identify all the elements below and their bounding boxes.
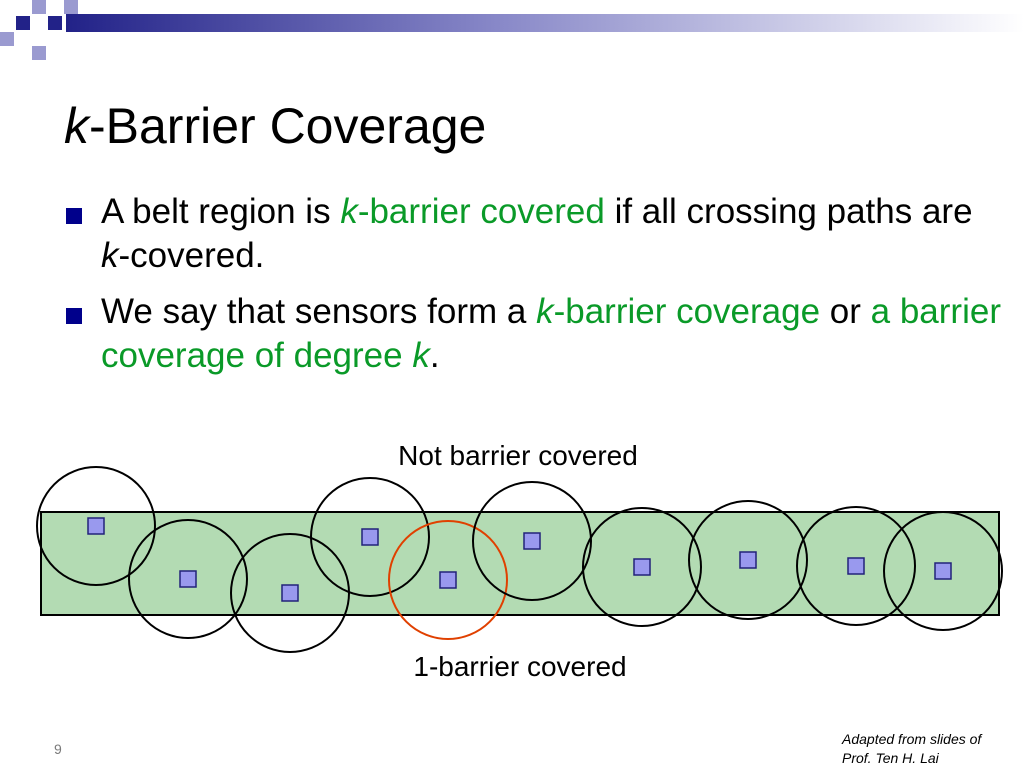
bullet-text-highlight: -barrier coverage <box>553 292 821 331</box>
slide-title: k-Barrier Coverage <box>64 98 486 156</box>
sensor-node <box>179 570 197 588</box>
highlighted-sensing-range-circle <box>388 520 508 640</box>
bullet-text: . <box>429 336 440 375</box>
bullet-text: or <box>820 292 871 331</box>
sensing-range-circle <box>796 506 916 626</box>
bullet-text: -covered. <box>118 236 265 275</box>
bullet-text: if all crossing paths are <box>604 192 973 231</box>
sensor-node <box>361 528 379 546</box>
slide-number: 9 <box>54 741 62 757</box>
bullet-text: We say that sensors form a <box>101 292 537 331</box>
bullet-text-highlight: k <box>412 336 430 375</box>
header-square <box>32 46 46 60</box>
sensor-node <box>934 562 952 580</box>
bullet-text-highlight: k <box>536 292 554 331</box>
sensing-range-circle <box>688 500 808 620</box>
bottom-label: 1-barrier covered <box>413 651 626 682</box>
sensing-range-circle <box>582 507 702 627</box>
bullet-text-highlight: -barrier covered <box>357 192 605 231</box>
bullet-text-italic: k <box>101 236 119 275</box>
sensor-node <box>87 517 105 535</box>
header-square <box>0 32 14 46</box>
bullet-text: A belt region is <box>101 192 341 231</box>
sensor-node <box>633 558 651 576</box>
sensing-range-circle <box>36 466 156 586</box>
sensor-layer <box>36 466 1003 653</box>
sensor-node <box>281 584 299 602</box>
bullet-item: We say that sensors form a k-barrier cov… <box>64 290 1004 378</box>
sensor-node <box>439 571 457 589</box>
sensing-range-circle <box>310 477 430 597</box>
sensor-node <box>739 551 757 569</box>
belt-region <box>40 511 1000 616</box>
header-decoration <box>0 0 1024 60</box>
sensing-range-circle <box>472 481 592 601</box>
sensor-node <box>523 532 541 550</box>
title-k: k <box>64 98 89 154</box>
sensor-node <box>847 557 865 575</box>
bullet-text-highlight: k <box>340 192 358 231</box>
bullet-square-icon <box>66 308 82 324</box>
header-gradient-bar <box>66 14 1024 32</box>
bullet-item: A belt region is k-barrier covered if al… <box>64 190 1004 278</box>
bullet-text-highlight: a barrier coverage of degree <box>101 292 1001 375</box>
header-square <box>16 16 30 30</box>
header-square <box>64 0 78 14</box>
credit-note: Adapted from slides of Prof. Ten H. Lai <box>842 731 982 766</box>
header-square <box>32 0 46 14</box>
sensing-range-circle <box>883 511 1003 631</box>
sensing-range-circle <box>128 519 248 639</box>
bullet-list: A belt region is k-barrier covered if al… <box>64 190 1004 390</box>
bullet-square-icon <box>66 208 82 224</box>
top-label: Not barrier covered <box>398 440 638 471</box>
title-text: -Barrier Coverage <box>89 98 487 154</box>
header-square <box>48 16 62 30</box>
